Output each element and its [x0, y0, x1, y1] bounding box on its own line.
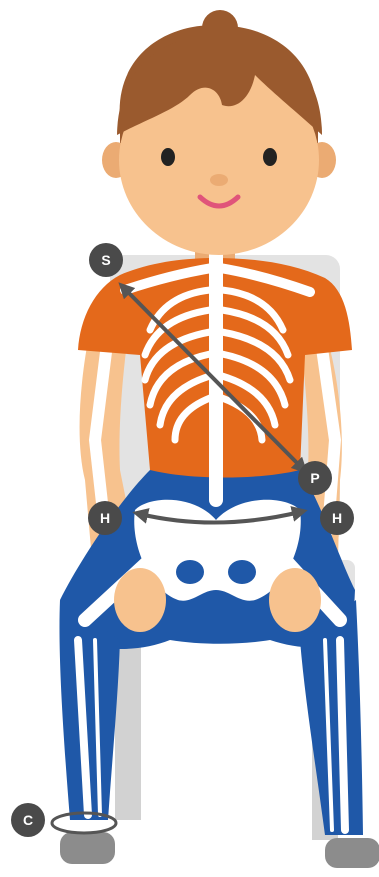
nose	[210, 174, 228, 186]
marker-c: C	[11, 803, 45, 837]
right-obturator	[228, 560, 256, 584]
right-hand	[269, 568, 321, 632]
svg-text:H: H	[332, 510, 342, 526]
marker-h-left: H	[88, 501, 122, 535]
marker-s: S	[89, 243, 123, 277]
left-shoe	[60, 832, 115, 864]
left-eye	[161, 148, 175, 166]
hair-bun	[202, 10, 238, 46]
right-eye	[263, 148, 277, 166]
right-shoe	[325, 838, 379, 868]
svg-text:P: P	[310, 470, 319, 486]
marker-h-right: H	[320, 501, 354, 535]
svg-text:H: H	[100, 510, 110, 526]
left-obturator	[176, 560, 204, 584]
marker-p: P	[298, 461, 332, 495]
svg-text:C: C	[23, 812, 33, 828]
right-tibia	[340, 640, 345, 830]
head	[102, 10, 336, 255]
svg-text:S: S	[101, 252, 110, 268]
left-hand	[114, 568, 166, 632]
